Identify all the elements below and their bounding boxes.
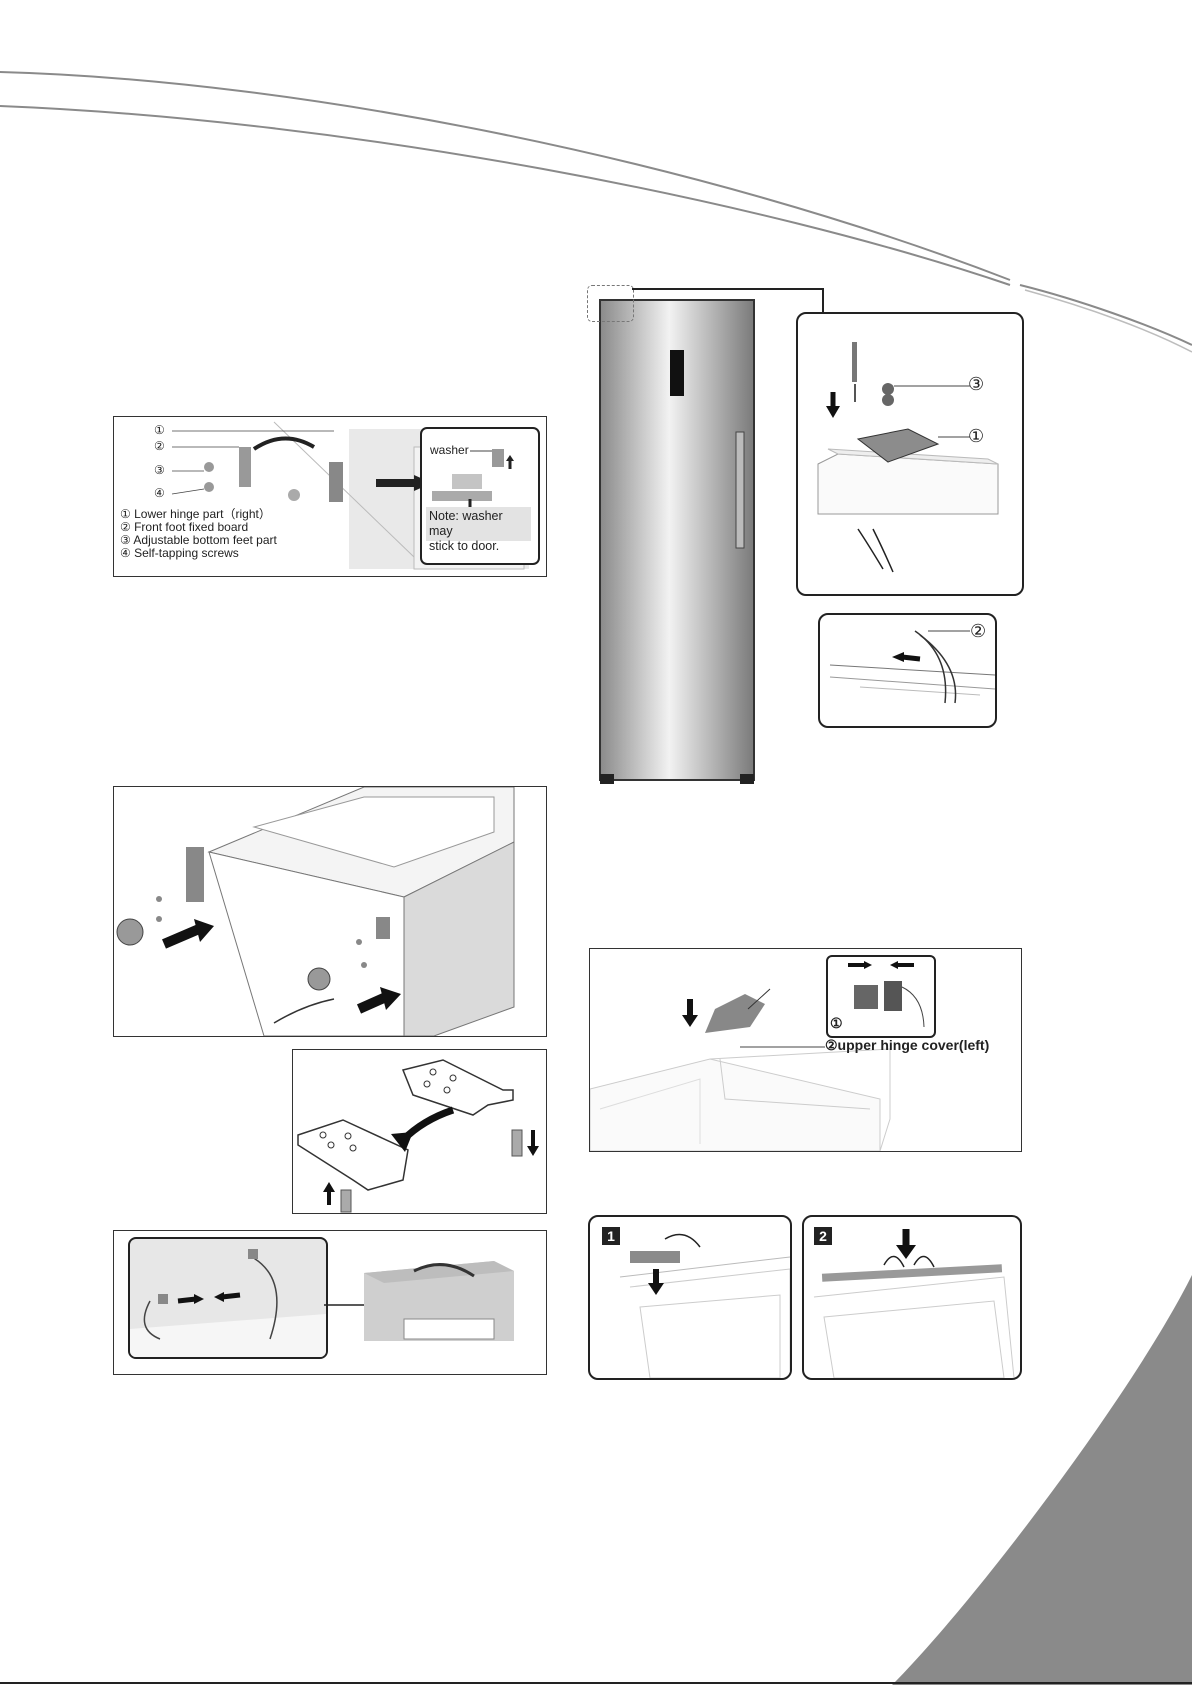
corner-accent bbox=[892, 1275, 1192, 1685]
hinge-cover-panel: ① ②upper hinge cover(left) bbox=[589, 948, 1022, 1152]
cable-detail-illustration bbox=[820, 615, 995, 726]
cover-step-1: 1 bbox=[588, 1215, 792, 1380]
cable-routing-panel bbox=[113, 1230, 547, 1375]
freezer-illustration bbox=[598, 298, 756, 784]
cabinet-top-illustration bbox=[114, 1231, 546, 1374]
hinge-flip-illustration bbox=[293, 1050, 546, 1213]
callout-3: ③ bbox=[968, 374, 984, 395]
step-2-badge: 2 bbox=[814, 1227, 832, 1245]
callout-3: ③ bbox=[154, 464, 165, 477]
feet-mount-panel bbox=[113, 786, 547, 1037]
callout-2: ② bbox=[154, 440, 165, 453]
step-1-badge: 1 bbox=[602, 1227, 620, 1245]
parts-legend: ① Lower hinge part（right） ② Front foot f… bbox=[120, 508, 277, 560]
top-hinge-detail: ③ ① bbox=[796, 312, 1024, 596]
connector-illustration bbox=[828, 957, 934, 1036]
callout-2: ② bbox=[970, 621, 986, 642]
top-hinge-illustration bbox=[798, 314, 1022, 594]
hinge-flip-panel bbox=[292, 1049, 547, 1214]
leader-line bbox=[630, 286, 830, 316]
cable-detail: ② bbox=[818, 613, 997, 728]
bottom-rule bbox=[0, 1682, 1192, 1684]
note-line: Note: washer may bbox=[429, 509, 528, 539]
callout-1: ① bbox=[154, 424, 165, 437]
cabinet-bottom-illustration bbox=[114, 787, 546, 1036]
hinge-cover-label: ②upper hinge cover(left) bbox=[825, 1037, 989, 1054]
note-line: stick to door. bbox=[429, 539, 528, 554]
step-1-illustration bbox=[590, 1217, 790, 1378]
connector-inset: ① bbox=[826, 955, 936, 1038]
callout-4: ④ bbox=[154, 487, 165, 500]
washer-inset: washer Note: washer may stick to door. bbox=[420, 427, 540, 565]
freezer-front bbox=[598, 298, 756, 784]
legend-item: ④ Self-tapping screws bbox=[120, 547, 277, 560]
connector-callout: ① bbox=[830, 1015, 843, 1032]
top-corner-marker bbox=[587, 285, 634, 322]
lower-hinge-panel: ① ② ③ ④ ① Lower hinge part（right） ② Fron… bbox=[113, 416, 547, 577]
callout-1: ① bbox=[968, 426, 984, 447]
washer-note: Note: washer may stick to door. bbox=[426, 507, 531, 541]
